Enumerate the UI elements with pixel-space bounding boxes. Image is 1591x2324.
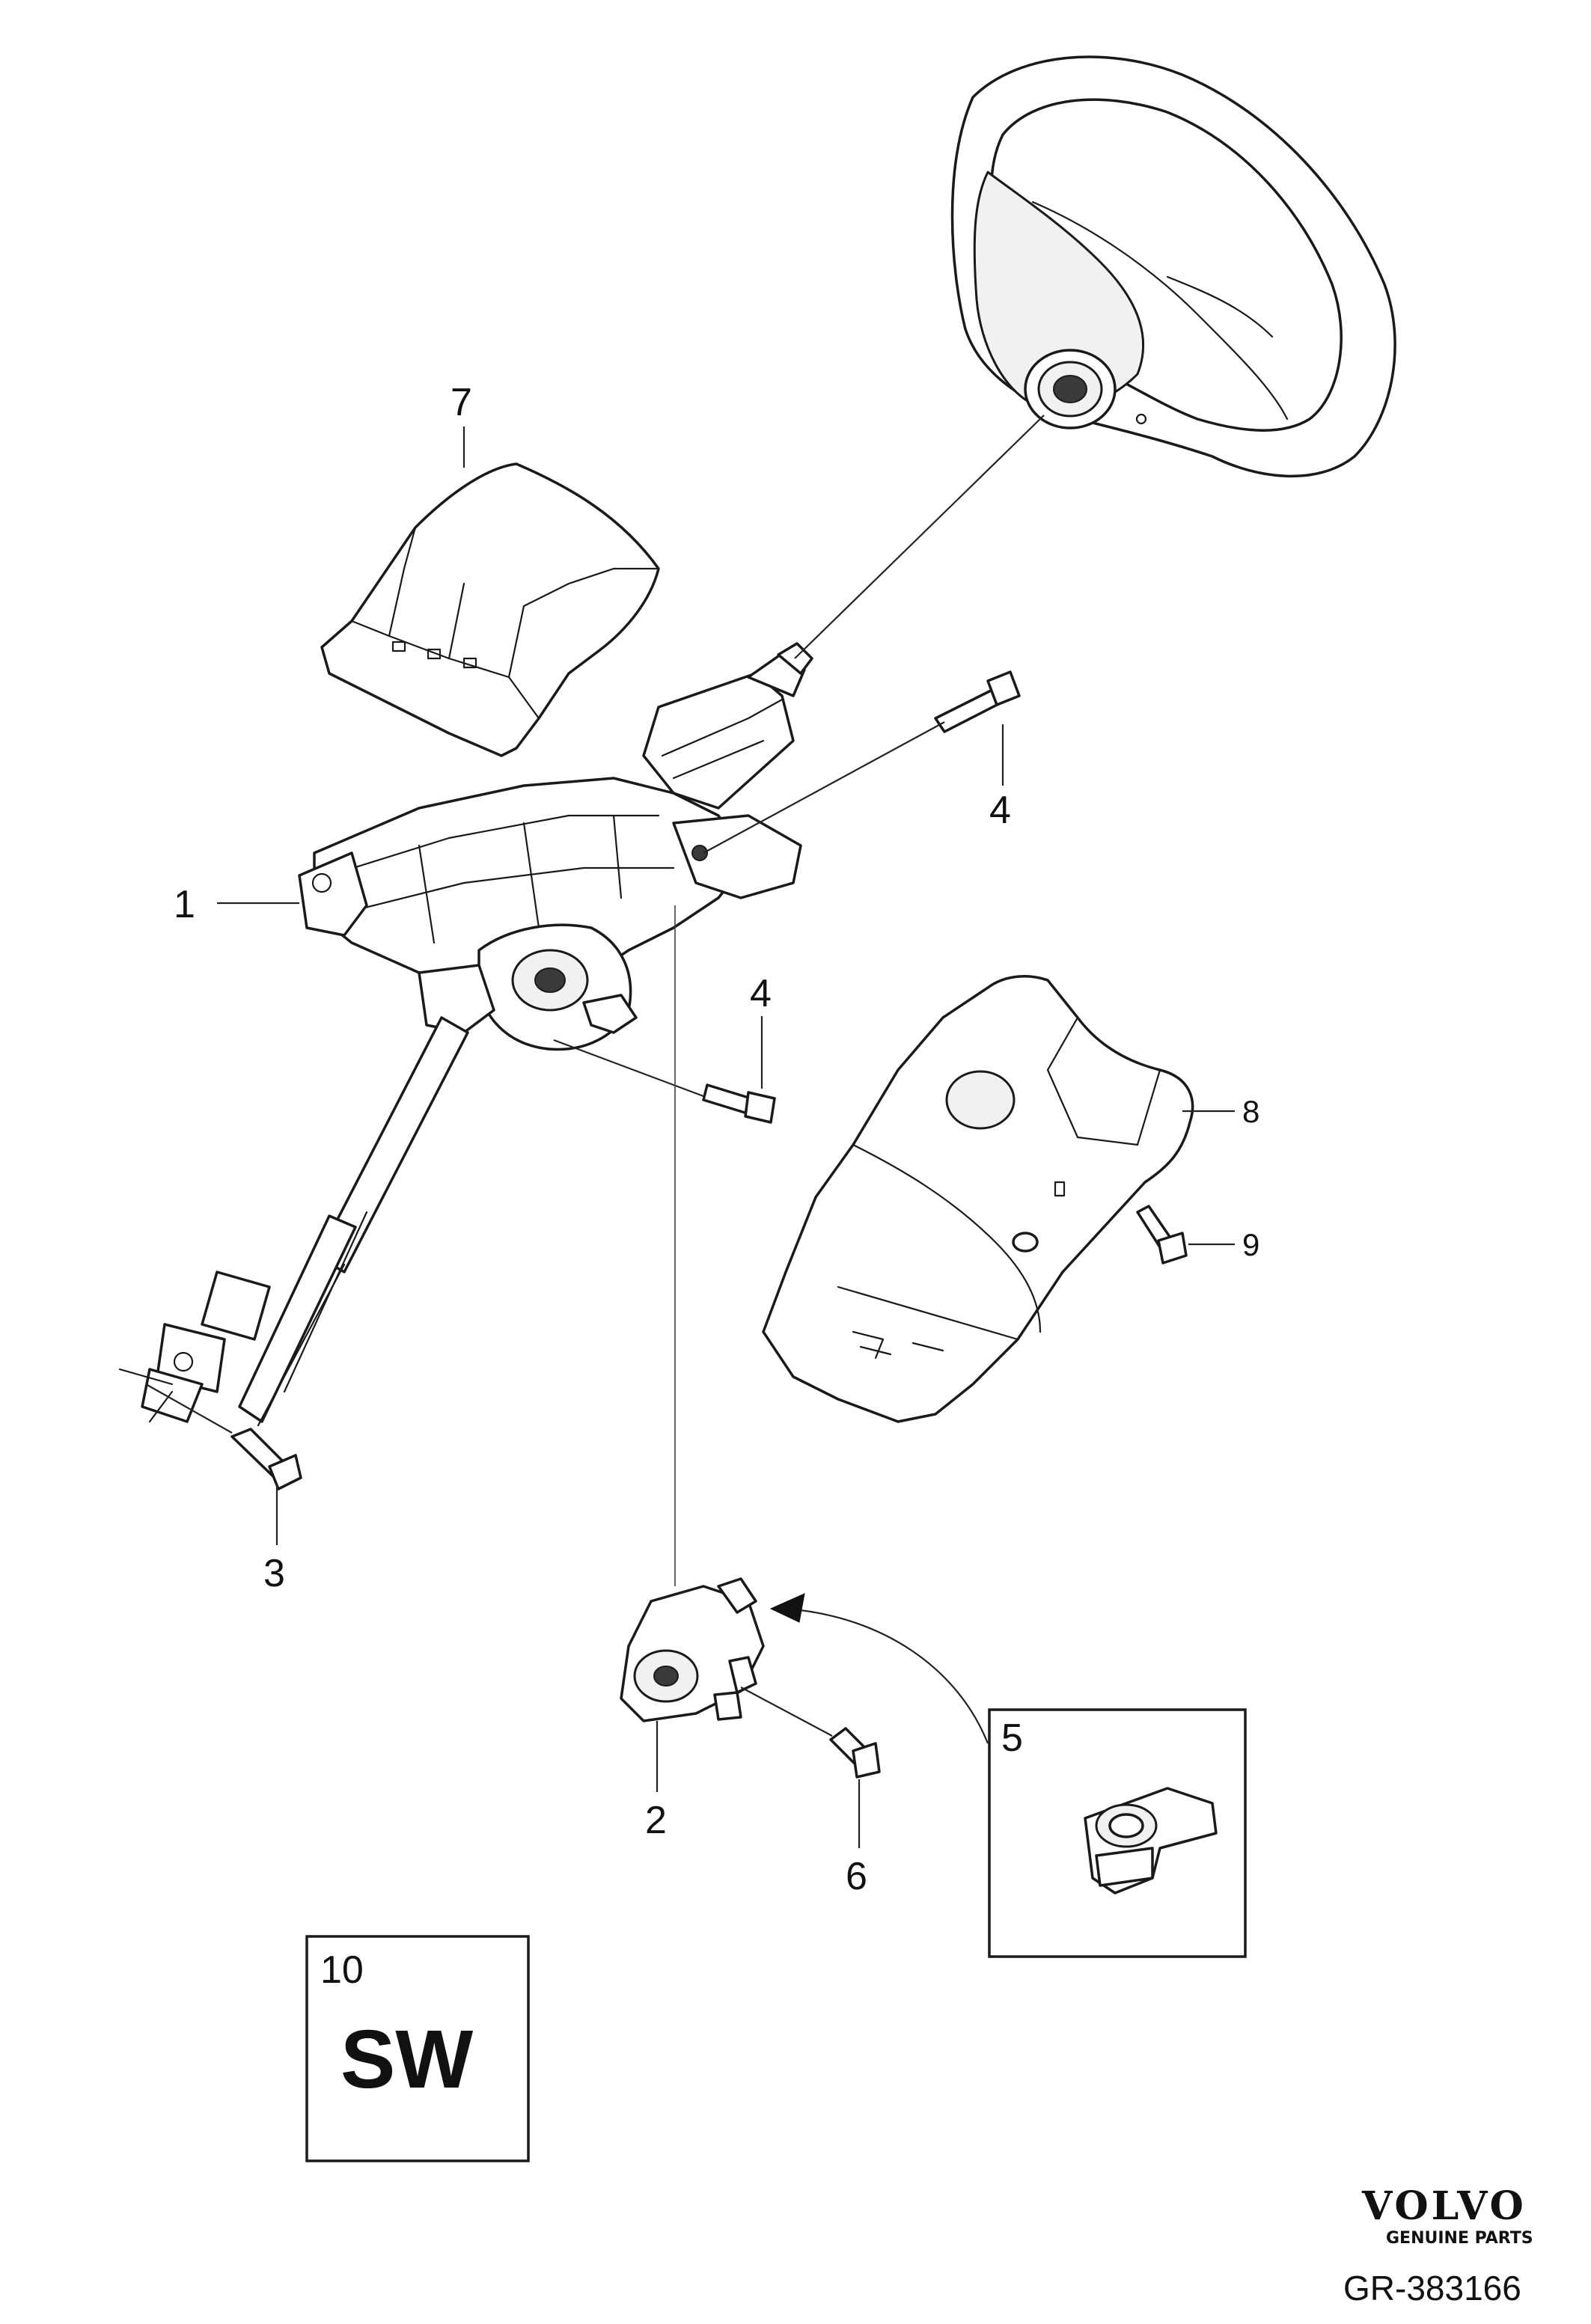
bolt-3 [230, 1428, 302, 1490]
callout-6: 6 [846, 1855, 867, 1898]
leader-4-upper-b [703, 721, 945, 854]
reference-number: GR-383166 [1343, 2269, 1521, 2308]
callout-4-lower: 4 [750, 972, 772, 1015]
sw-box-code: SW [341, 2013, 473, 2106]
sw-box-number: 10 [320, 1948, 364, 1992]
callout-5: 5 [1001, 1716, 1023, 1760]
brand-name: VOLVO [1361, 2183, 1527, 2229]
callout-9: 9 [1242, 1227, 1259, 1262]
upper-column-cover [320, 462, 660, 757]
callout-2: 2 [645, 1799, 667, 1842]
leader-wheel-column [794, 415, 1045, 659]
steering-column-assembly [118, 642, 813, 1427]
screw-9 [1136, 1205, 1188, 1265]
callout-1: 1 [174, 883, 195, 926]
leader-4-lower-b [553, 1039, 704, 1098]
callout-3: 3 [263, 1552, 285, 1595]
leader-3-b [145, 1383, 233, 1434]
callout-8: 8 [1242, 1094, 1259, 1129]
detail-arrowhead [769, 1593, 805, 1623]
lower-column-cover [762, 975, 1194, 1423]
brand-tagline: GENUINE PARTS [1386, 2229, 1533, 2248]
bolt-4-upper [934, 670, 1021, 733]
bolt-4-lower [702, 1083, 776, 1124]
screw-6 [829, 1727, 881, 1779]
detail-arrow [785, 1607, 989, 1744]
steering-wheel [950, 55, 1396, 478]
callout-4-upper: 4 [989, 789, 1011, 832]
leader-6-b [740, 1687, 833, 1737]
ignition-lock-housing [620, 1577, 765, 1722]
lock-cylinder-cap-detail [1084, 1787, 1218, 1895]
sw-box [305, 1935, 530, 2162]
callout-7: 7 [451, 381, 472, 424]
